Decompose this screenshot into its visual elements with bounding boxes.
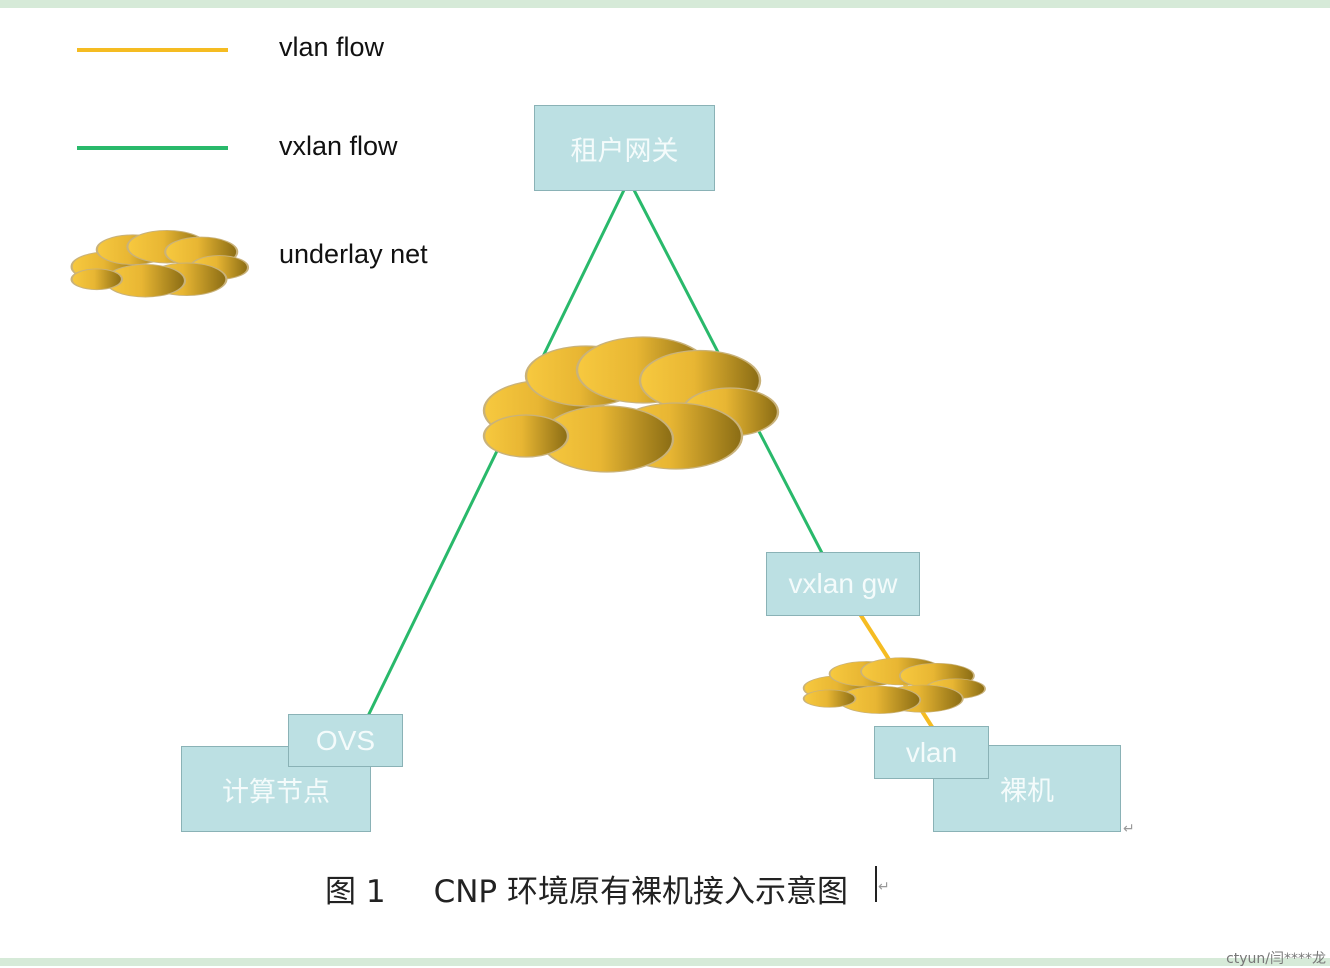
legend-cloud-icon	[72, 230, 248, 297]
ovs-node: OVS	[288, 714, 403, 767]
legend-underlay-label: underlay net	[279, 239, 428, 269]
top-frame-band	[0, 0, 1330, 8]
text-cursor	[875, 866, 877, 902]
watermark: ctyun/闫****龙	[1226, 951, 1326, 967]
caption-return-mark: ↵	[878, 878, 890, 894]
legend-vlan-label: vlan flow	[279, 32, 385, 62]
vlan-node: vlan	[874, 726, 989, 779]
underlay-cloud-small	[804, 658, 985, 714]
vxlan-gw-node: vxlan gw	[766, 552, 920, 616]
figure-number: 图 1	[325, 874, 386, 910]
legend-vxlan-label: vxlan flow	[279, 131, 398, 161]
figure-caption: 图 1 CNP 环境原有裸机接入示意图	[325, 866, 848, 911]
bottom-frame-band	[0, 958, 1330, 966]
return-mark: ↵	[1123, 820, 1135, 836]
figure-title: CNP 环境原有裸机接入示意图	[433, 874, 848, 910]
link-gateway-to-ovs	[366, 189, 626, 717]
tenant-gateway-node: 租户网关	[534, 105, 715, 191]
underlay-cloud-main	[484, 337, 778, 472]
